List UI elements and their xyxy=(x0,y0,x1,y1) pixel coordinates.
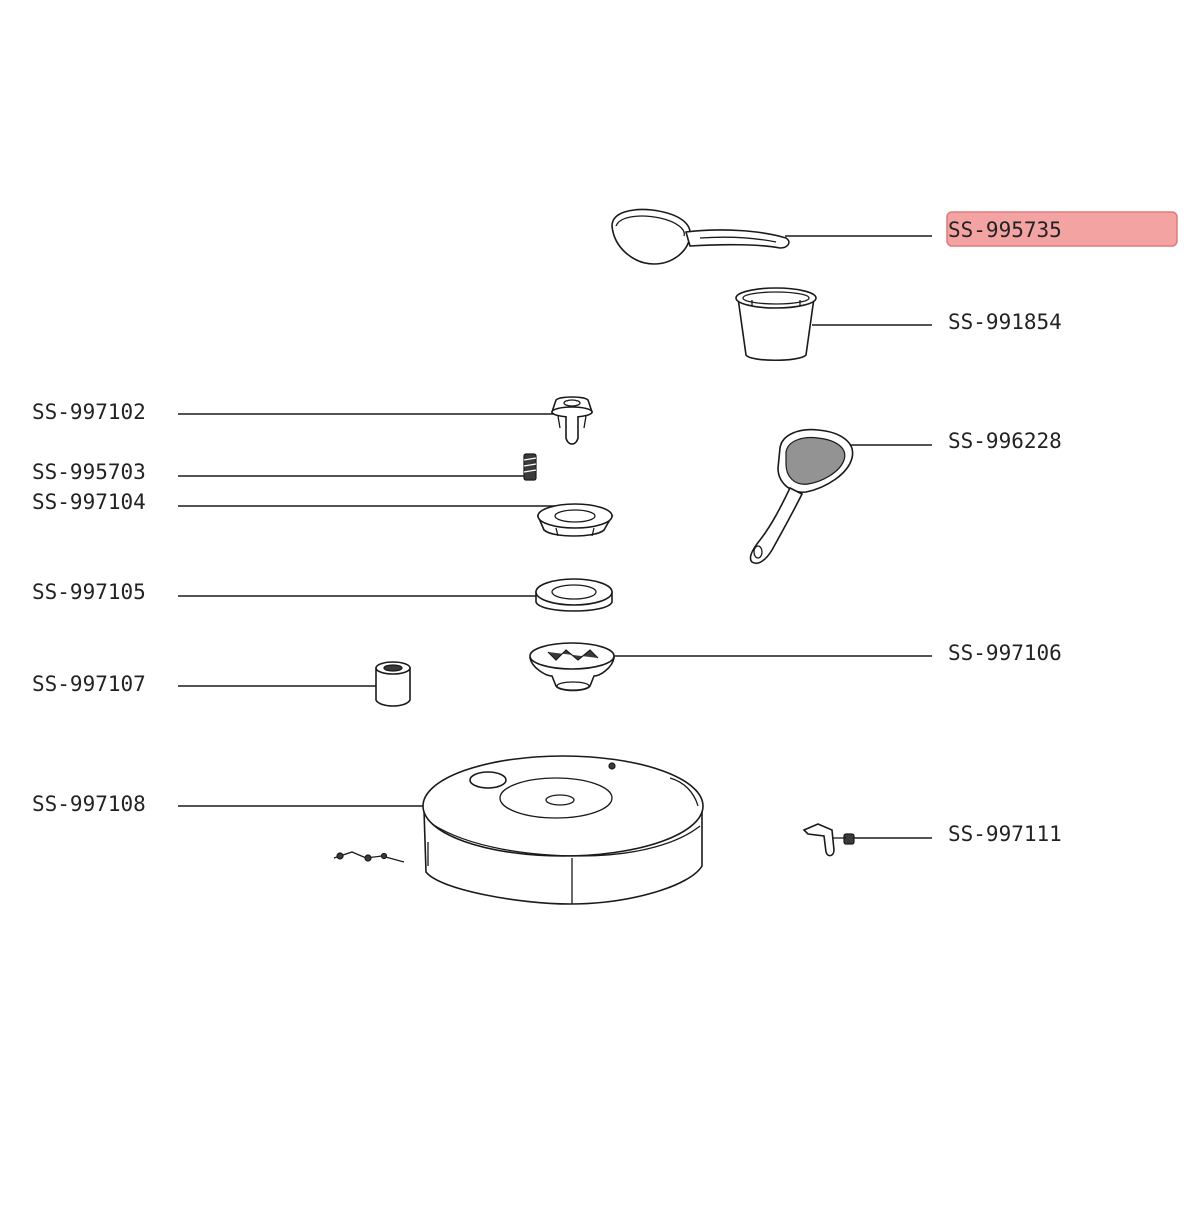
measuring-spoon-drawing xyxy=(611,208,790,265)
part-label-ss-995735[interactable]: SS-995735 xyxy=(948,218,1062,242)
part-label-ss-996228[interactable]: SS-996228 xyxy=(948,429,1062,453)
leader-lines xyxy=(178,235,932,839)
valve-cover-drawing xyxy=(536,503,614,537)
part-label-ss-995703[interactable]: SS-995703 xyxy=(32,460,146,484)
valve-cap-drawing xyxy=(550,396,594,445)
part-label-ss-997104[interactable]: SS-997104 xyxy=(32,490,146,514)
valve-body-drawing xyxy=(529,642,615,692)
spring-drawing xyxy=(523,453,537,481)
part-label-ss-997105[interactable]: SS-997105 xyxy=(32,580,146,604)
seal-ring-drawing xyxy=(535,578,613,612)
measuring-cup-drawing xyxy=(735,287,817,361)
part-labels: SS-995735 SS-991854 SS-997102 SS-996228 … xyxy=(32,218,1062,846)
part-label-ss-997102[interactable]: SS-997102 xyxy=(32,400,146,424)
part-label-ss-997108[interactable]: SS-997108 xyxy=(32,792,146,816)
part-label-ss-991854[interactable]: SS-991854 xyxy=(948,310,1062,334)
part-label-ss-997107[interactable]: SS-997107 xyxy=(32,672,146,696)
lid-assembly-drawing xyxy=(422,755,704,905)
weight-cylinder-drawing xyxy=(375,661,411,707)
label-highlight xyxy=(946,211,1178,247)
linkage-drawing xyxy=(333,851,405,863)
part-label-ss-997111[interactable]: SS-997111 xyxy=(948,822,1062,846)
hinge-clip-drawing xyxy=(802,823,855,857)
rice-paddle-drawing xyxy=(749,428,854,565)
part-label-ss-997106[interactable]: SS-997106 xyxy=(948,641,1062,665)
